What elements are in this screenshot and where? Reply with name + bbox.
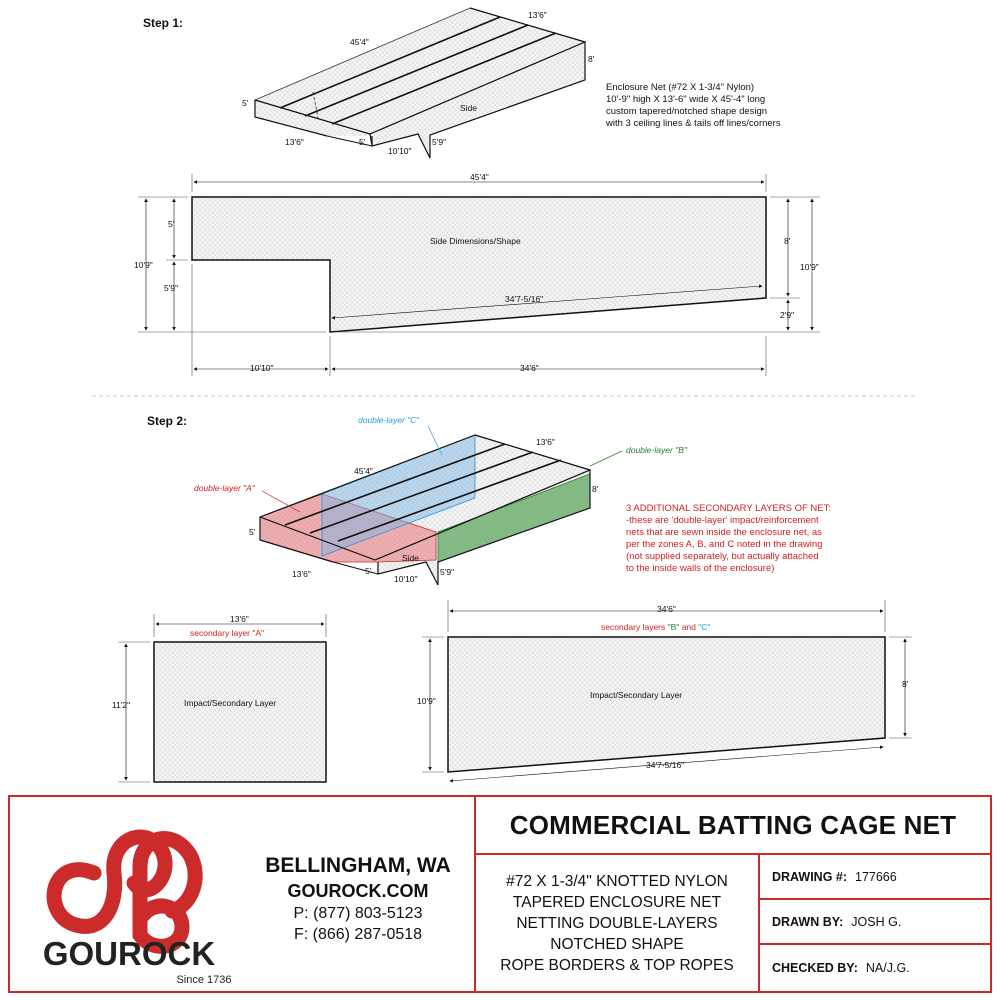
- step1-iso-side-label: Side: [460, 103, 477, 113]
- side-slope: 34'7-5/16": [505, 294, 543, 304]
- side-right-height: 8': [784, 236, 791, 246]
- technical-drawing: Step 1: 45'4" 13'6" 8' 5' 13'6" 5' 10'10…: [92, 7, 918, 783]
- panel-bc-width: 34'6": [657, 604, 676, 614]
- side-total-height-right: 10'9": [800, 262, 819, 272]
- panel-bc-slope: 34'7-5/16": [646, 760, 684, 770]
- checked-by: NA/J.G.: [865, 961, 910, 975]
- description-cell: #72 X 1-3/4" KNOTTED NYLON TAPERED ENCLO…: [476, 855, 760, 991]
- company-city: BELLINGHAM, WA: [265, 854, 451, 877]
- step2-heading: Step 2:: [147, 414, 187, 428]
- panel-bc-caption-prefix: secondary layers: [601, 622, 668, 632]
- side-total-height-left: 10'9": [134, 260, 153, 270]
- description-line: #72 X 1-3/4" KNOTTED NYLON: [506, 872, 728, 890]
- panel-a-height: 11'2": [112, 700, 130, 710]
- drawing-number: 177666: [855, 869, 897, 884]
- panel-a-label: Impact/Secondary Layer: [184, 698, 276, 708]
- panel-bc-caption-and: and: [679, 622, 698, 632]
- description-line: NOTCHED SHAPE: [550, 935, 684, 953]
- step2-iso-notch-low: 5'9": [440, 567, 454, 577]
- drawing-number-label: DRAWING #:: [772, 869, 847, 884]
- logo-wordmark: GOUROCK: [43, 935, 216, 972]
- step2-iso-height-right: 8': [592, 484, 599, 494]
- step1-note-line: with 3 ceiling lines & tails off lines/c…: [605, 118, 781, 129]
- step2-iso-height-left: 5': [249, 527, 256, 537]
- step1-iso-height-left: 5': [242, 98, 249, 108]
- step1-side-shape: Side Dimensions/Shape 45'4" 5' 5'9" 10'9…: [134, 172, 820, 376]
- step1-iso-notch-length: 10'10": [388, 146, 412, 156]
- logo-mark-left: [46, 829, 173, 934]
- step2-iso-length: 45'4": [354, 466, 373, 476]
- layer-a-callout: double-layer "A": [194, 483, 256, 493]
- gourock-logo: GOUROCK Since 1736: [43, 829, 232, 986]
- company-website: GOUROCK.COM: [287, 881, 429, 901]
- company-area: GOUROCK Since 1736 BELLINGHAM, WA GOUROC…: [10, 797, 476, 991]
- step1-note-line: custom tapered/notched shape design: [606, 106, 767, 117]
- description-line: ROPE BORDERS & TOP ROPES: [500, 956, 734, 974]
- panel-a-width: 13'6": [230, 614, 249, 624]
- layer-a-leader: [261, 490, 301, 513]
- contact-info: BELLINGHAM, WA GOUROCK.COM P: (877) 803-…: [240, 853, 476, 945]
- step2-iso-notch-length: 10'10": [394, 574, 418, 584]
- drawing-number-cell: DRAWING #: 177666: [760, 855, 990, 900]
- side-shape-title: Side Dimensions/Shape: [430, 236, 521, 246]
- side-top-left: 5': [168, 219, 175, 229]
- description-line: NETTING DOUBLE-LAYERS: [516, 914, 718, 932]
- description-line: TAPERED ENCLOSURE NET: [512, 893, 722, 911]
- step1-iso-length: 45'4": [350, 37, 369, 47]
- checked-by-cell: CHECKED BY: NA/J.G.: [760, 945, 990, 991]
- step1-iso-width-bottom: 13'6": [285, 137, 304, 147]
- drawing-title-cell: COMMERCIAL BATTING CAGE NET: [476, 797, 990, 855]
- panel-bc-height-right: 8': [902, 679, 909, 689]
- step2-note-line: per the zones A, B, and C noted in the d…: [626, 539, 822, 550]
- step1-isometric-net: 45'4" 13'6" 8' 5' 13'6" 5' 10'10" 5'9" S…: [242, 7, 595, 159]
- title-block: GOUROCK Since 1736 BELLINGHAM, WA GOUROC…: [8, 795, 992, 993]
- company-fax: F: (866) 287-0518: [293, 926, 423, 943]
- layer-c-callout: double-layer "C": [358, 415, 420, 425]
- step2-iso-side-label: Side: [402, 553, 419, 563]
- drawn-by-cell: DRAWN BY: JOSH G.: [760, 900, 990, 945]
- panel-bc-caption-c: "C": [698, 622, 710, 632]
- side-bottom-left: 10'10": [250, 363, 274, 373]
- step2-note: 3 ADDITIONAL SECONDARY LAYERS OF NET: -t…: [626, 503, 831, 574]
- drawn-by-label: DRAWN BY:: [772, 914, 844, 929]
- step2-note-line: (not supplied separately, but actually a…: [626, 551, 819, 562]
- side-right-low: 2'9": [780, 310, 794, 320]
- panel-bc-label: Impact/Secondary Layer: [590, 690, 682, 700]
- drawn-by: JOSH G.: [851, 914, 902, 929]
- step2-iso-notch-height: 5': [365, 566, 372, 576]
- company-phone: P: (877) 803-5123: [293, 905, 423, 922]
- step2-note-line: -these are 'double-layer' impact/reinfor…: [626, 515, 819, 526]
- drawing-title: COMMERCIAL BATTING CAGE NET: [509, 809, 957, 840]
- step2-note-line: to the inside walls of the enclosure): [626, 563, 774, 574]
- layer-b-callout: double-layer "B": [626, 445, 688, 455]
- step1-iso-width-top: 13'6": [528, 10, 547, 20]
- panel-bc-height-left: 10'9": [417, 696, 436, 706]
- panel-bc-caption-b: "B": [668, 622, 680, 632]
- side-bottom-right: 34'6": [520, 363, 539, 373]
- step1-note-line: Enclosure Net (#72 X 1-3/4" Nylon): [606, 82, 754, 93]
- layer-c-leader: [427, 425, 443, 456]
- step2-note-line: nets that are sewn inside the enclosure …: [626, 527, 822, 538]
- panel-a-caption: secondary layer "A": [190, 628, 264, 638]
- side-total-length: 45'4": [470, 172, 489, 182]
- step1-iso-height-right: 8': [588, 54, 595, 64]
- step1-note: Enclosure Net (#72 X 1-3/4" Nylon) 10'-9…: [605, 82, 781, 129]
- side-lower-left: 5'9": [164, 283, 178, 293]
- checked-by-label: CHECKED BY:: [772, 961, 858, 975]
- step1-iso-notch-height: 5': [359, 137, 366, 147]
- step2-iso-width-top: 13'6": [536, 437, 555, 447]
- panel-bc-caption: secondary layers "B" and "C": [601, 622, 710, 632]
- logo-since: Since 1736: [176, 974, 231, 986]
- layer-b-leader: [589, 450, 623, 467]
- panel-secondary-layer-a: 13'6" secondary layer "A" 11'2" Impact/S…: [112, 614, 327, 783]
- panel-secondary-layers-bc: 34'6" secondary layers "B" and "C" 10'9"…: [417, 600, 912, 783]
- step1-note-line: 10'-9" high X 13'-6" wide X 45'-4" long: [606, 94, 765, 105]
- step2-iso-width-bottom: 13'6": [292, 569, 311, 579]
- step1-iso-notch-low: 5'9": [432, 137, 446, 147]
- step1-heading: Step 1:: [143, 16, 183, 30]
- logo-mark-right: [132, 831, 203, 954]
- step2-note-line: 3 ADDITIONAL SECONDARY LAYERS OF NET:: [626, 503, 831, 514]
- step2-isometric-net: 45'4" 13'6" 8' 5' 13'6" 5' 10'10" 5'9" S…: [194, 415, 688, 586]
